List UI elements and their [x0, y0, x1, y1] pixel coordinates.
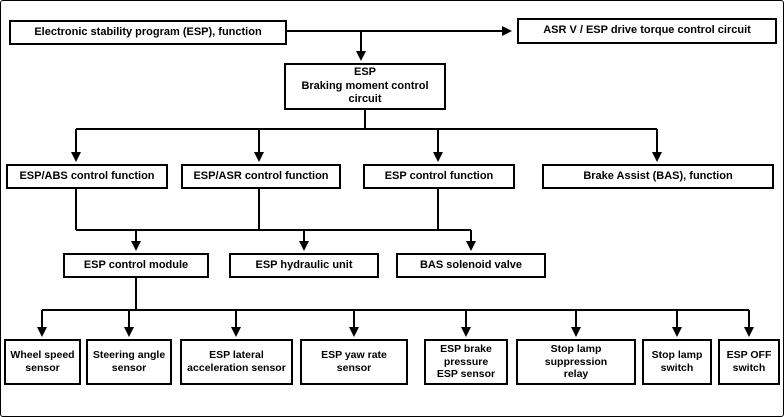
braking-moment-control-box: ESP Braking moment control circuit [284, 63, 446, 110]
esp-brake-pressure-sensor-box: ESP brake pressure ESP sensor [424, 339, 508, 385]
asr-v-drive-torque-box: ASR V / ESP drive torque control circuit [517, 18, 777, 44]
esp-abs-control-box: ESP/ABS control function [6, 164, 168, 189]
esp-lateral-acceleration-sensor-box: ESP lateral acceleration sensor [180, 339, 293, 385]
wheel-speed-sensor-box: Wheel speed sensor [4, 339, 81, 385]
bas-solenoid-valve-box: BAS solenoid valve [396, 253, 546, 278]
esp-asr-control-box: ESP/ASR control function [181, 164, 341, 189]
esp-control-function-box: ESP control function [363, 164, 515, 189]
brake-assist-box: Brake Assist (BAS), function [542, 164, 774, 189]
esp-function-box: Electronic stability program (ESP), func… [9, 20, 287, 45]
esp-control-module-box: ESP control module [63, 253, 209, 278]
stop-lamp-suppression-relay-box: Stop lamp suppression relay [516, 339, 636, 385]
steering-angle-sensor-box: Steering angle sensor [86, 339, 172, 385]
esp-yaw-rate-sensor-box: ESP yaw rate sensor [300, 339, 408, 385]
esp-hydraulic-unit-box: ESP hydraulic unit [229, 253, 379, 278]
stop-lamp-switch-box: Stop lamp switch [642, 339, 712, 385]
esp-off-switch-box: ESP OFF switch [718, 339, 780, 385]
